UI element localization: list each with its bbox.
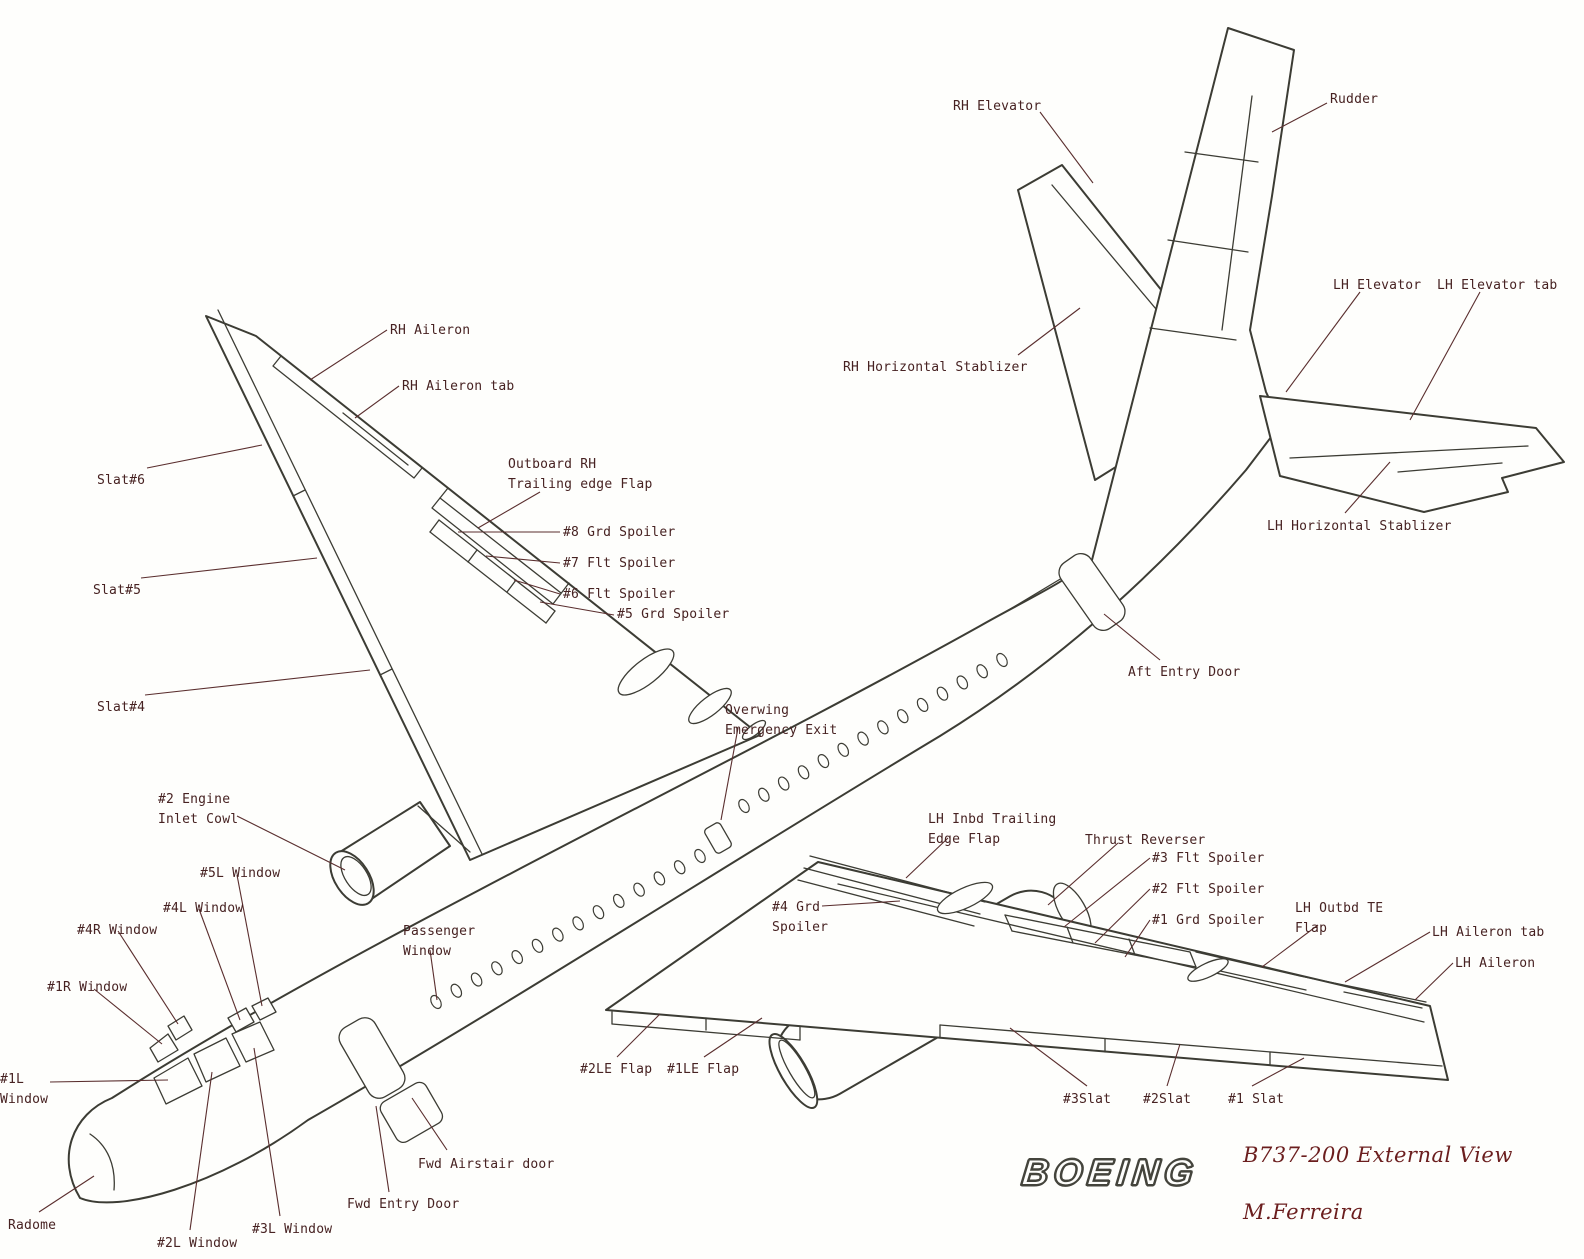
diagram-title: B737-200 External View	[1243, 1143, 1513, 1167]
label-fwd-airstair-door: Fwd Airstair door	[418, 1157, 555, 1172]
label-window-4l: #4L Window	[163, 901, 244, 916]
label-passenger-window: Passenger Window	[403, 924, 476, 959]
label-lh-horizontal-stablizer: LH Horizontal Stablizer	[1267, 519, 1452, 534]
rh-wing	[205, 309, 767, 861]
label-slat4: Slat#4	[97, 700, 146, 715]
label-slat2: #2Slat	[1143, 1092, 1192, 1107]
leader-lines	[38, 102, 1481, 1231]
label-window-4r: #4R Window	[77, 923, 158, 938]
label-flt-spoiler-7: #7 Flt Spoiler	[563, 556, 676, 571]
label-window-2l: #2L Window	[157, 1236, 238, 1251]
label-lh-aileron: LH Aileron	[1455, 956, 1536, 971]
radome-line	[89, 1133, 115, 1191]
label-grd-spoiler-5: #5 Grd Spoiler	[617, 607, 730, 622]
label-slat5: Slat#5	[93, 583, 142, 598]
label-grd-spoiler-4: #4 Grd Spoiler	[772, 900, 829, 935]
boeing-logo: BOEING	[1019, 1151, 1201, 1194]
label-le-flap-2: #2LE Flap	[580, 1062, 653, 1077]
label-fwd-entry-door: Fwd Entry Door	[347, 1197, 460, 1212]
label-window-5l: #5L Window	[200, 866, 281, 881]
label-outboard-rh-te-flap: Outboard RH Trailing edge Flap	[508, 457, 653, 492]
label-radome: Radome	[8, 1218, 57, 1233]
label-slat6: Slat#6	[97, 473, 146, 488]
label-thrust-reverser: Thrust Reverser	[1085, 833, 1206, 848]
label-rh-aileron-tab: RH Aileron tab	[402, 379, 515, 394]
diagram-author: M.Ferreira	[1243, 1200, 1364, 1224]
lh-horizontal-stabilizer	[1259, 395, 1565, 513]
label-rh-horizontal-stablizer: RH Horizontal Stablizer	[843, 360, 1028, 375]
label-rudder: Rudder	[1330, 92, 1379, 107]
label-lh-inbd-te-flap: LH Inbd Trailing Edge Flap	[928, 812, 1057, 847]
label-grd-spoiler-8: #8 Grd Spoiler	[563, 525, 676, 540]
passenger-windows	[430, 652, 1008, 1010]
label-window-3l: #3L Window	[252, 1222, 333, 1237]
label-slat3: #3Slat	[1063, 1092, 1112, 1107]
engine-2	[329, 801, 471, 906]
label-flt-spoiler-6: #6 Flt Spoiler	[563, 587, 676, 602]
label-window-1r: #1R Window	[47, 980, 128, 995]
aft-entry-door	[1058, 552, 1126, 632]
label-overwing-exit: Overwing Emergency Exit	[725, 703, 838, 738]
label-slat1: #1 Slat	[1228, 1092, 1285, 1107]
label-lh-elevator-tab: LH Elevator tab	[1437, 278, 1558, 293]
label-aft-entry-door: Aft Entry Door	[1128, 665, 1241, 680]
fwd-airstair-door	[379, 1081, 444, 1144]
doors	[338, 552, 1126, 1144]
vertical-stabilizer-details	[1001, 95, 1259, 615]
cockpit-windows	[149, 997, 277, 1105]
fwd-entry-door	[338, 1017, 406, 1099]
lh-wing	[605, 855, 1449, 1081]
label-flt-spoiler-2: #2 Flt Spoiler	[1152, 882, 1265, 897]
label-rh-elevator: RH Elevator	[953, 99, 1042, 114]
overwing-exit-hatch	[704, 822, 732, 854]
label-flt-spoiler-3: #3 Flt Spoiler	[1152, 851, 1265, 866]
label-grd-spoiler-1: #1 Grd Spoiler	[1152, 913, 1265, 928]
label-lh-outbd-te-flap: LH Outbd TE Flap	[1295, 901, 1384, 936]
label-lh-elevator: LH Elevator	[1333, 278, 1422, 293]
label-le-flap-1: #1LE Flap	[667, 1062, 740, 1077]
label-rh-aileron: RH Aileron	[390, 323, 471, 338]
label-lh-aileron-tab: LH Aileron tab	[1432, 925, 1545, 940]
label-window-1l: #1L Window	[0, 1072, 49, 1107]
label-engine2-inlet: #2 Engine Inlet Cowl	[158, 792, 239, 827]
